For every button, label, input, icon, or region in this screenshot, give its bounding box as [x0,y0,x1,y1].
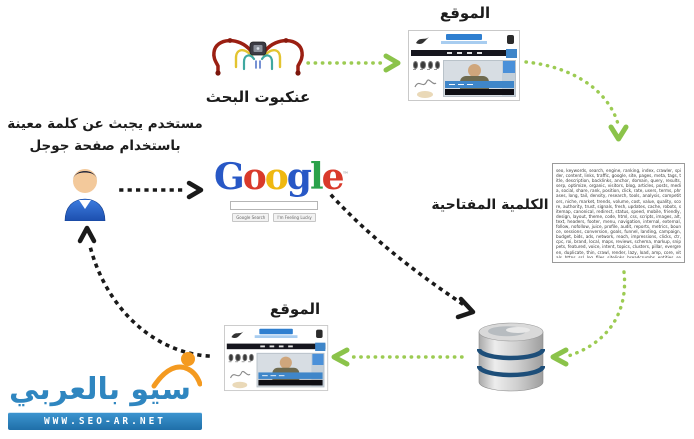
user-caption-line2: باستخدام صفحة جوجل [29,138,181,154]
keywords-text: seo, keywords, search, engine, ranking, … [556,168,681,258]
arrowhead-top-site-to-keywords [608,124,629,142]
google-logo: Google™ [214,154,349,198]
site-social-captions [413,69,440,70]
google-logo-letter: o [242,156,267,198]
google-buttons: Google Search I'm Feeling Lucky [214,213,334,222]
google-logo-letter: l [309,156,324,198]
site-bird-icon [416,37,429,44]
keywords-box: seo, keywords, search, engine, ranking, … [552,163,685,263]
watermark-figure-icon [151,352,202,389]
google-logo-letter: o [264,156,289,198]
search-spider-illustration [212,38,304,76]
top-site-label: الموقع [439,4,491,22]
site-social-icons [228,353,254,361]
site-nav-accent [506,49,517,58]
arrowhead-google-to-database [455,296,476,320]
arrow-top-site-to-keywords [524,60,620,126]
website-thumbnail-top [408,30,520,101]
user-caption: مستخدم يجبث عن كلمة معينة باستخدام صفحة … [2,113,208,157]
site-video-player [256,352,325,388]
site-logo [441,34,487,44]
website-thumbnail-bottom [224,325,329,392]
arrow-bottom-site-to-user [86,239,210,358]
google-logo-letter: G [214,156,245,198]
watermark-url-bar: WWW.SEO-AR.NET [8,412,202,430]
video-caption-strip [258,372,323,379]
video-blue-widget [503,61,515,73]
arrow-google-to-database [329,193,467,308]
site-social-captions [228,361,254,363]
site-corner-icon [507,35,514,44]
user-icon [64,169,106,221]
database-icon [477,322,545,392]
site-sketch-icon [230,370,251,379]
google-logo-letter: e [321,156,345,198]
arrowhead-keywords-to-database [550,347,569,367]
keywords-label: الكلمية المفتاحية [431,197,549,213]
site-corner-icon [316,329,323,339]
video-blue-widget [312,353,324,365]
site-social-icons [413,61,440,69]
google-search-input [230,201,318,210]
site-navbar [226,343,326,350]
site-bird-icon [231,331,244,339]
watermark-title: سيو بالعربي [8,372,191,407]
arrowhead-bottom-site-to-user [77,225,97,244]
watermark-logo: سيو بالعربي WWW.SEO-AR.NET [6,350,204,438]
arrow-keywords-to-database [566,270,627,358]
site-nav-accent [315,342,326,352]
arrowhead-database-to-bottom-site [331,347,350,367]
watermark-url: WWW.SEO-AR.NET [43,416,167,427]
user-caption-line1: مستخدم يجبث عن كلمة معينة [7,116,203,132]
video-person-head [468,64,481,77]
google-lucky-button: I'm Feeling Lucky [273,213,316,222]
google-search-button: Google Search [232,213,270,222]
site-sketch-blob [232,381,248,389]
bottom-site-label: الموقع [269,300,321,318]
site-navbar [411,50,517,56]
arrowhead-spider-to-top-site [383,53,401,73]
video-person-head [279,356,292,369]
site-sketch-blob [417,91,433,98]
site-logo [254,328,298,339]
video-control-bar [445,89,514,95]
site-video-player [443,60,516,97]
arrowhead-user-to-google [186,180,204,200]
spider-label: عنكبوت البحث [205,88,311,106]
video-control-bar [258,379,323,386]
google-trademark: ™ [342,171,349,178]
google-logo-letter: g [286,156,312,198]
google-homepage: Google™ Google Search I'm Feeling Lucky [214,154,349,222]
site-sketch-icon [414,79,437,88]
video-caption-strip [445,81,514,88]
